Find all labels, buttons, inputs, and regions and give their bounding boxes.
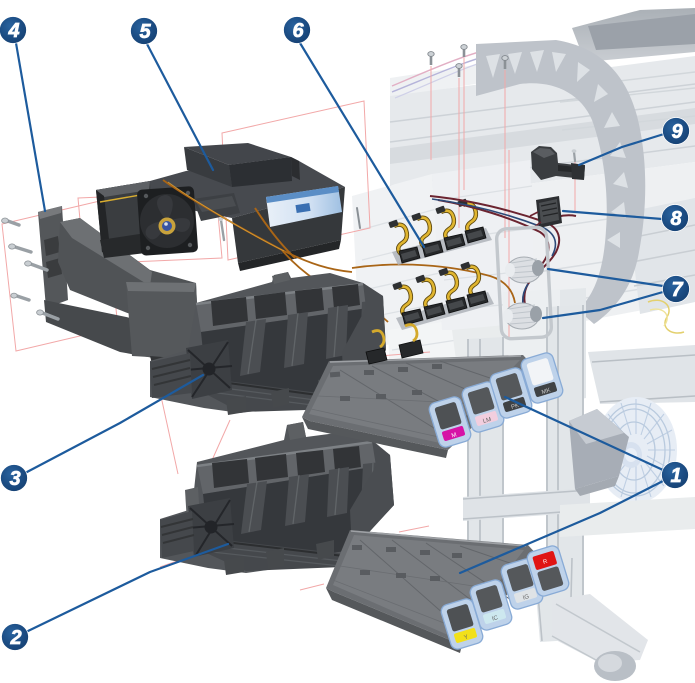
svg-text:MK: MK (541, 388, 551, 396)
svg-text:3: 3 (9, 468, 20, 490)
svg-text:9: 9 (671, 121, 683, 143)
svg-text:lG: lG (522, 594, 530, 602)
svg-text:PK: PK (511, 403, 520, 411)
svg-text:5: 5 (139, 21, 151, 43)
svg-text:8: 8 (670, 208, 682, 230)
svg-text:2: 2 (9, 627, 21, 649)
svg-text:4: 4 (7, 20, 19, 42)
svg-text:7: 7 (671, 279, 683, 301)
svg-text:M: M (451, 432, 458, 439)
svg-text:6: 6 (292, 20, 304, 42)
svg-text:Y: Y (463, 634, 469, 641)
svg-text:lC: lC (492, 615, 500, 623)
svg-text:1: 1 (670, 465, 681, 487)
svg-text:R: R (542, 559, 549, 566)
svg-text:LM: LM (482, 417, 492, 425)
